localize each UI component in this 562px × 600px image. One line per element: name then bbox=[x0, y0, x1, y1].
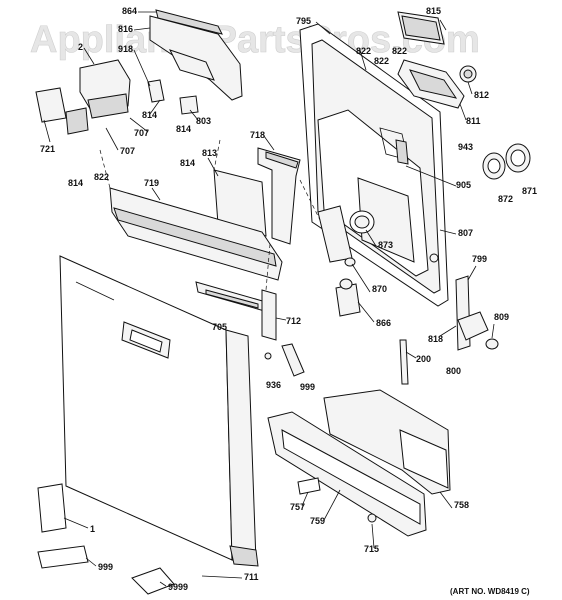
pouch-9999-part bbox=[131, 567, 175, 595]
leader-lines bbox=[43, 11, 495, 587]
detergent-dispenser-part bbox=[397, 59, 465, 109]
toekick-759-part bbox=[267, 411, 427, 537]
hinge-part bbox=[455, 275, 499, 351]
label-999-part bbox=[37, 545, 89, 569]
callout-758: 758 bbox=[454, 500, 469, 510]
callout-707-a: 707 bbox=[134, 128, 149, 138]
cap-part bbox=[459, 65, 477, 83]
callout-822-b: 822 bbox=[356, 46, 371, 56]
callout-721: 721 bbox=[40, 144, 55, 154]
callout-943: 943 bbox=[458, 142, 473, 152]
callout-2: 2 bbox=[78, 42, 83, 52]
callout-999-b: 999 bbox=[98, 562, 113, 572]
art-number: (ART NO. WD8419 C) bbox=[450, 587, 530, 596]
console-719-part bbox=[109, 187, 283, 281]
switch-block-part bbox=[35, 87, 89, 135]
callout-labels: 864 816 918 2 814 803 814 707 707 721 81… bbox=[40, 6, 537, 592]
panel-813-part bbox=[213, 169, 267, 237]
callout-822-c: 822 bbox=[374, 56, 389, 66]
callout-864: 864 bbox=[122, 6, 137, 16]
callout-936: 936 bbox=[266, 380, 281, 390]
callout-719: 719 bbox=[144, 178, 159, 188]
callout-814-c: 814 bbox=[68, 178, 83, 188]
callout-818: 818 bbox=[428, 334, 443, 344]
callout-905: 905 bbox=[456, 180, 471, 190]
callout-200: 200 bbox=[416, 354, 431, 364]
callout-822-d: 822 bbox=[392, 46, 407, 56]
callout-822-a: 822 bbox=[94, 172, 109, 182]
callout-812: 812 bbox=[474, 90, 489, 100]
callout-705: 705 bbox=[212, 322, 227, 332]
outer-door-panel bbox=[59, 255, 259, 567]
callout-815: 815 bbox=[426, 6, 441, 16]
callout-757: 757 bbox=[290, 502, 305, 512]
callout-711: 711 bbox=[244, 572, 259, 582]
inner-door-panel bbox=[299, 23, 449, 307]
control-module-part bbox=[79, 59, 131, 119]
trim-758-part bbox=[323, 389, 451, 495]
callout-813: 813 bbox=[202, 148, 217, 158]
vent-part bbox=[397, 11, 445, 45]
callout-1: 1 bbox=[90, 524, 95, 534]
switch-918-part bbox=[147, 79, 165, 103]
control-housing-part bbox=[149, 9, 243, 101]
console-705-part bbox=[195, 281, 269, 313]
callout-795: 795 bbox=[296, 16, 311, 26]
callout-873: 873 bbox=[378, 240, 393, 250]
callout-814-d: 814 bbox=[180, 158, 195, 168]
callout-866: 866 bbox=[376, 318, 391, 328]
callout-870: 870 bbox=[372, 284, 387, 294]
bracket-718-part bbox=[257, 147, 301, 245]
callout-816: 816 bbox=[118, 24, 133, 34]
callout-715: 715 bbox=[364, 544, 379, 554]
callout-9999: 9999 bbox=[168, 582, 188, 592]
callout-712: 712 bbox=[286, 316, 301, 326]
callout-807: 807 bbox=[458, 228, 473, 238]
callout-871: 871 bbox=[522, 186, 537, 196]
callout-707-b: 707 bbox=[120, 146, 135, 156]
manual-1-part bbox=[37, 483, 67, 533]
callout-811: 811 bbox=[466, 116, 481, 126]
callout-872: 872 bbox=[498, 194, 513, 204]
latch-866-part bbox=[335, 278, 361, 317]
callout-918: 918 bbox=[118, 44, 133, 54]
callout-809: 809 bbox=[494, 312, 509, 322]
bracket-712-part bbox=[261, 289, 277, 341]
callout-999-a: 999 bbox=[300, 382, 315, 392]
callout-814-a: 814 bbox=[142, 110, 157, 120]
rod-200-part bbox=[399, 339, 409, 385]
screw-715-part bbox=[367, 513, 377, 523]
callout-759: 759 bbox=[310, 516, 325, 526]
screw-936-part bbox=[264, 352, 272, 360]
gasket-parts bbox=[482, 143, 531, 180]
cable-999-part bbox=[281, 343, 305, 377]
callout-718: 718 bbox=[250, 130, 265, 140]
callout-799: 799 bbox=[472, 254, 487, 264]
callout-803: 803 bbox=[196, 116, 211, 126]
callout-814-b: 814 bbox=[176, 124, 191, 134]
label-757-part bbox=[297, 477, 321, 495]
callout-800: 800 bbox=[446, 366, 461, 376]
switch-803-part bbox=[179, 95, 199, 115]
